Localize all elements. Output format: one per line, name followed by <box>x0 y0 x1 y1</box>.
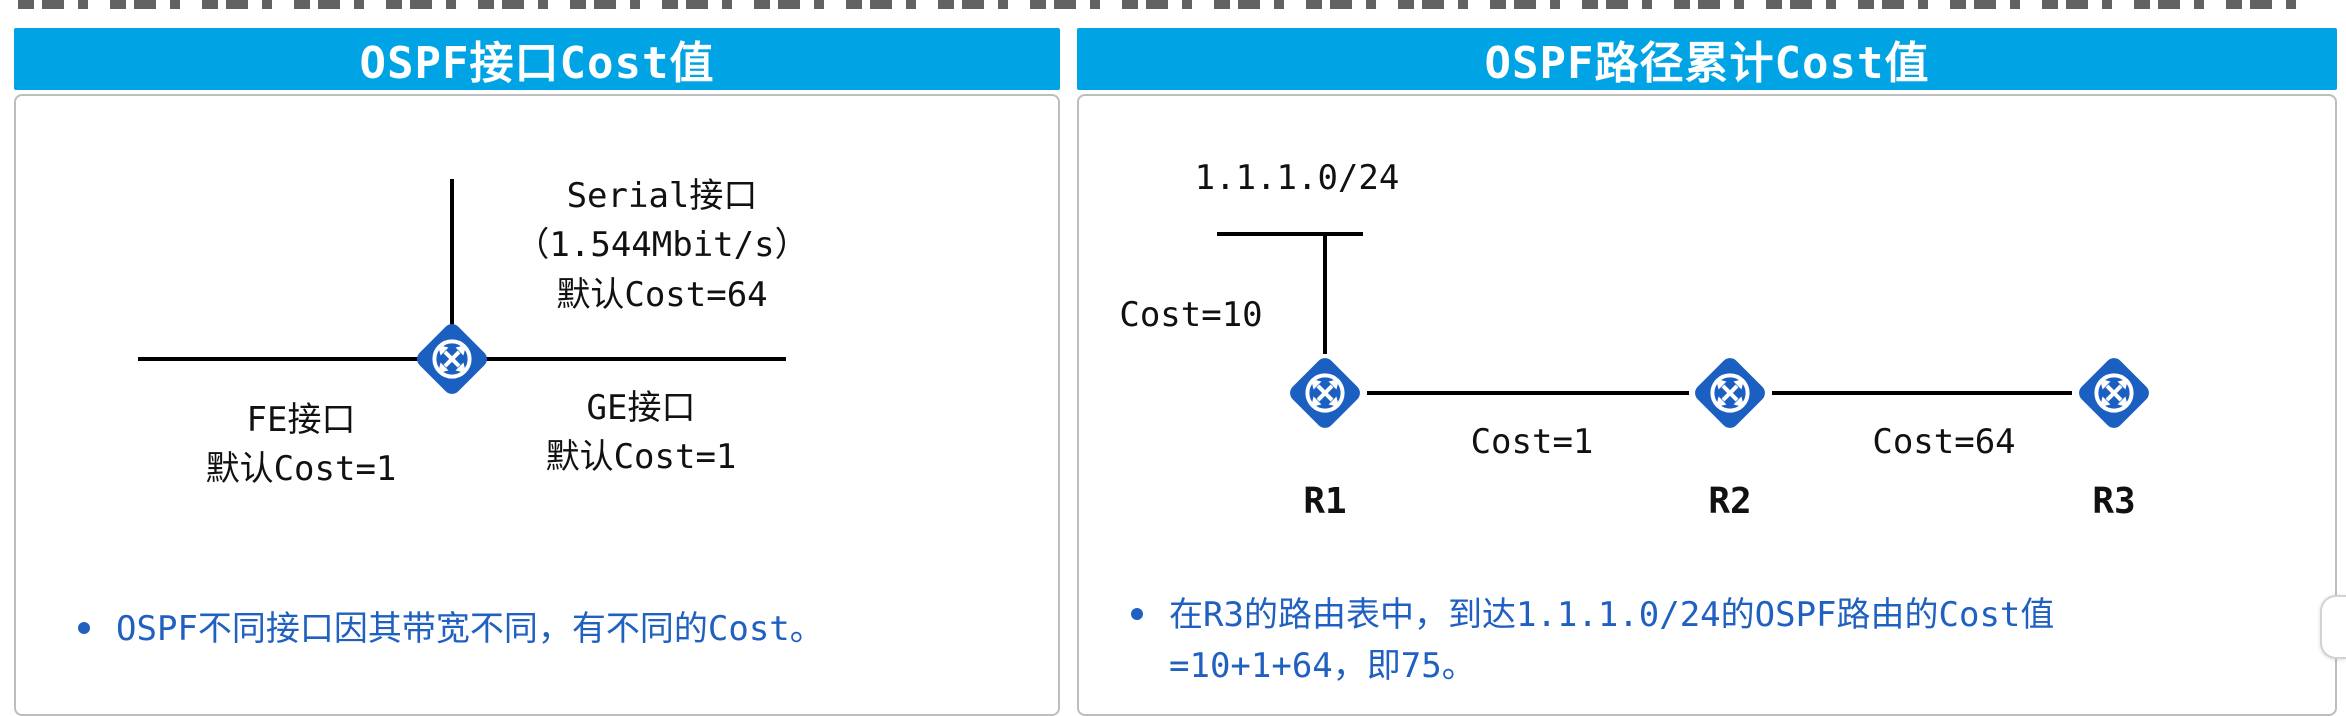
network-segment-line <box>1217 232 1363 236</box>
cost-label-r1-r2: Cost=1 <box>1470 422 1594 462</box>
bullet-text: OSPF不同接口因其带宽不同，有不同的Cost。 <box>116 609 824 649</box>
panel-ospf-path-cost: OSPF路径累计Cost值 1.1.1.0/24 Cost=10 Cost=1 … <box>1077 28 2337 716</box>
bullet-text-line1: 在R3的路由表中，到达1.1.1.0/24的OSPF路由的Cost值 <box>1169 595 2055 635</box>
fe-label-line1: FE接口 <box>246 400 356 440</box>
bullet-text-line2: =10+1+64，即75。 <box>1169 646 1476 686</box>
network-label: 1.1.1.0/24 <box>1194 158 1400 198</box>
link-network-r1 <box>1323 232 1327 354</box>
router-name-r2: R2 <box>1708 481 1752 522</box>
router-icon-r1 <box>1281 349 1369 437</box>
floating-handle[interactable] <box>2320 595 2346 659</box>
router-icon <box>408 315 496 403</box>
panel-title: OSPF路径累计Cost值 <box>1077 28 2337 90</box>
serial-link-line <box>450 179 454 359</box>
serial-label-line2: （1.544Mbit/s） <box>515 225 809 266</box>
router-name-r3: R3 <box>2092 481 2136 522</box>
serial-label-line1: Serial接口 <box>566 176 758 216</box>
bullet-dot <box>78 622 90 634</box>
bullet-dot <box>1131 608 1143 620</box>
note-bullet: OSPF不同接口因其带宽不同，有不同的Cost。 <box>78 604 824 655</box>
cost-label-network-r1: Cost=10 <box>1119 295 1263 335</box>
router-icon-r3 <box>2070 349 2158 437</box>
cost-label-r2-r3: Cost=64 <box>1872 422 2016 462</box>
panel-title: OSPF接口Cost值 <box>14 28 1060 90</box>
diagram-canvas: Serial接口 （1.544Mbit/s） 默认Cost=64 FE接口 默认… <box>14 94 1060 716</box>
fe-label-line2: 默认Cost=1 <box>205 449 397 490</box>
ge-label-line1: GE接口 <box>586 388 696 428</box>
serial-label-line3: 默认Cost=64 <box>556 274 768 315</box>
note-bullet: 在R3的路由表中，到达1.1.1.0/24的OSPF路由的Cost值 =10+1… <box>1131 590 2054 692</box>
serial-interface-label: Serial接口 （1.544Mbit/s） 默认Cost=64 <box>472 172 852 320</box>
ge-label-line2: 默认Cost=1 <box>545 437 737 478</box>
diagram-canvas: 1.1.1.0/24 Cost=10 Cost=1 Cost=64 <box>1077 94 2337 716</box>
fe-interface-label: FE接口 默认Cost=1 <box>146 396 456 495</box>
ge-interface-label: GE接口 默认Cost=1 <box>486 384 796 483</box>
link-r2-r3 <box>1772 391 2072 395</box>
clipped-top-text <box>18 0 2308 9</box>
link-r1-r2 <box>1367 391 1689 395</box>
panel-ospf-interface-cost: OSPF接口Cost值 Serial接口 <box>14 28 1060 716</box>
router-name-r1: R1 <box>1303 481 1347 522</box>
router-icon-r2 <box>1686 349 1774 437</box>
